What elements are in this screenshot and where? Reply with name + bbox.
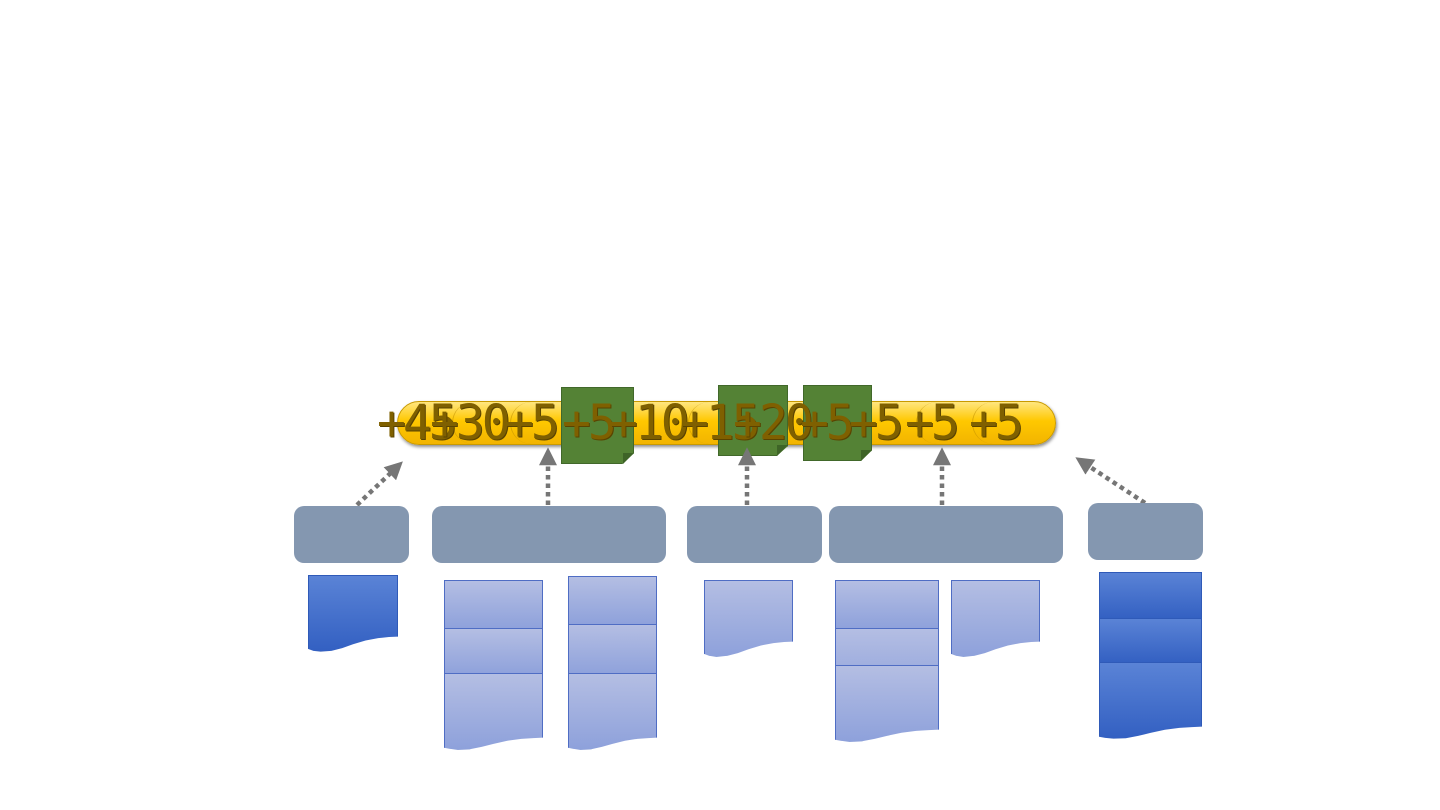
document-icon xyxy=(835,580,939,630)
phase-box xyxy=(432,506,666,563)
milestone-note xyxy=(718,385,788,456)
document-icon xyxy=(1099,572,1202,620)
document-icon xyxy=(1099,662,1202,739)
note-fold xyxy=(623,453,634,464)
phase-box xyxy=(1088,503,1203,560)
document-icon xyxy=(568,576,657,626)
timeline-segment-edge xyxy=(688,402,748,444)
duration-label: +5 xyxy=(905,395,960,451)
timeline-segment-edge xyxy=(972,402,1032,444)
document-icon xyxy=(568,624,657,676)
document-icon xyxy=(568,673,657,750)
phase-box xyxy=(829,506,1063,563)
arrow-dotted xyxy=(355,461,403,507)
phase-box xyxy=(687,506,822,563)
note-fold xyxy=(777,445,788,456)
duration-label: +5 xyxy=(969,395,1024,451)
duration-label: +10 xyxy=(609,395,690,451)
duration-label: +5 xyxy=(849,395,904,451)
note-fold xyxy=(861,450,872,461)
duration-label: +30 xyxy=(430,395,511,451)
duration-label: +5 xyxy=(505,395,560,451)
duration-label: +15 xyxy=(680,395,761,451)
document-icon xyxy=(1099,618,1202,664)
document-icon xyxy=(444,580,543,630)
milestone-note xyxy=(803,385,872,461)
duration-label: +20 xyxy=(733,395,814,451)
duration-label: +5 xyxy=(562,395,617,451)
milestone-note xyxy=(561,387,634,464)
duration-label: +45 xyxy=(377,395,458,451)
timeline-segment-edge xyxy=(916,402,976,444)
timeline-segment-edge xyxy=(510,402,570,444)
arrow-dotted xyxy=(1075,457,1147,505)
duration-label: +5 xyxy=(800,395,855,451)
document-icon xyxy=(444,628,543,676)
document-icon xyxy=(835,665,939,742)
phase-box xyxy=(294,506,409,563)
timeline-segment-edge xyxy=(452,402,512,444)
